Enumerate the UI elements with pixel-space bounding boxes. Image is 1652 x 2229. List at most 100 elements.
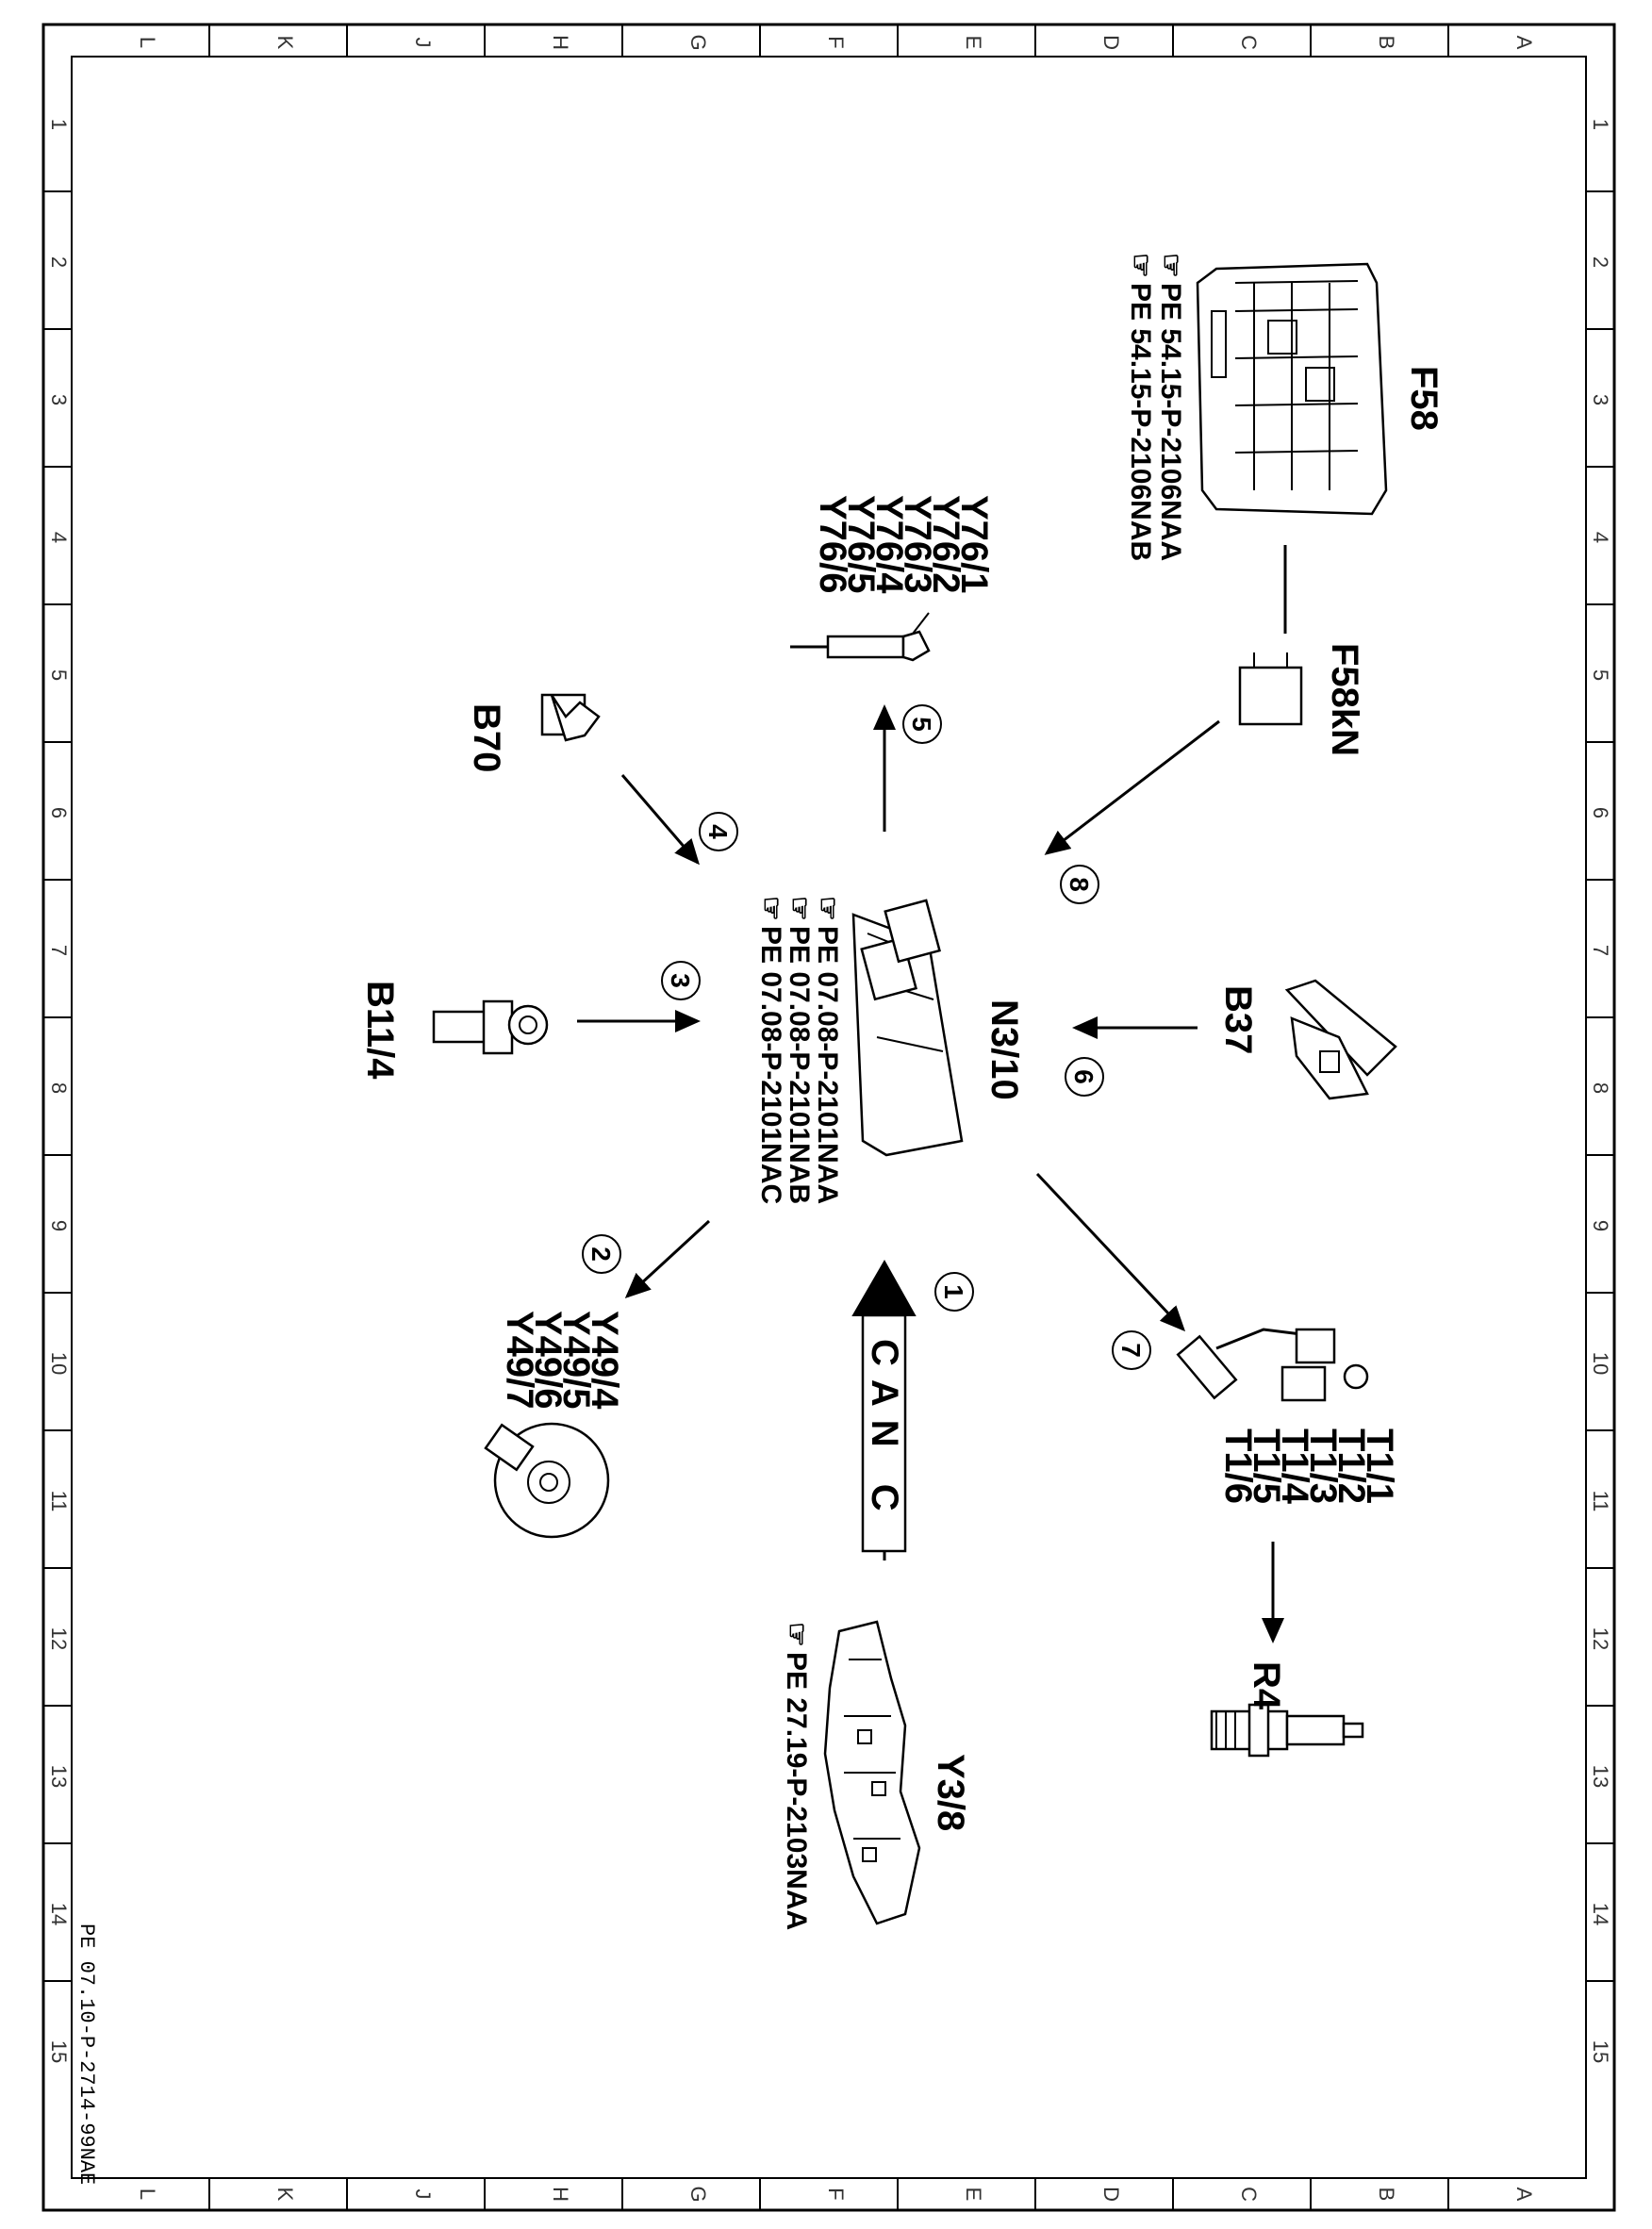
inner-frame	[71, 56, 1587, 2179]
grid-number: 9	[1589, 1220, 1612, 1231]
grid-number: 8	[1589, 1082, 1612, 1094]
n3-10-reference: PE 07.08-P-2101NAB	[784, 926, 815, 1204]
f58-fusebox-drawing	[1196, 262, 1388, 516]
grid-letter: G	[686, 2186, 710, 2202]
grid-letter: K	[273, 2188, 297, 2202]
grid-letter: H	[549, 35, 572, 50]
arrow-n3-10-to-y49	[624, 1219, 711, 1299]
grid-letter: A	[1512, 36, 1536, 50]
grid-number: 11	[47, 1491, 71, 1512]
grid-border-bottom	[208, 2178, 1449, 2210]
grid-number: 8	[47, 1082, 71, 1094]
signal-arrows	[577, 704, 1284, 1643]
n3-10-reference: PE 07.08-P-2101NAC	[755, 926, 786, 1204]
y49-label: Y49/5	[555, 1311, 597, 1410]
reference-hand-icon: ☞	[1125, 253, 1156, 278]
grid-letter: G	[686, 34, 710, 50]
signal-number-markers: 1 2 3 4 5 6 7 8	[582, 704, 1151, 1370]
grid-letter: K	[273, 36, 297, 50]
y3-8-references: ☞ PE 27.19-P-2103NAA	[781, 1622, 812, 1930]
reference-hand-icon: ☞	[755, 896, 786, 921]
grid-letter: E	[962, 36, 985, 50]
grid-number: 6	[47, 807, 71, 818]
grid-number: 13	[1589, 1765, 1612, 1788]
f58kn-relay-drawing	[1238, 652, 1303, 726]
reference-hand-icon: ☞	[812, 896, 843, 921]
reference-hand-icon: ☞	[784, 896, 815, 921]
t1-label: T1/3	[1302, 1428, 1344, 1504]
arrow-f58kn-to-n3-10	[1044, 719, 1220, 855]
y76-label: Y76/4	[868, 495, 910, 594]
grid-number: 13	[47, 1765, 71, 1788]
grid-letter: B	[1375, 2188, 1398, 2202]
y76-label: Y76/1	[953, 495, 995, 594]
grid-number: 5	[47, 669, 71, 681]
grid-letter: F	[824, 36, 848, 48]
t1-label: T1/1	[1359, 1428, 1400, 1504]
y76-label: Y76/5	[840, 495, 882, 594]
grid-letter: C	[1237, 2187, 1261, 2202]
n3-10-label: N3/10	[983, 999, 1025, 1100]
grid-number: 3	[1589, 394, 1612, 405]
n3-10-reference: PE 07.08-P-2101NAA	[812, 926, 843, 1204]
grid-number: 6	[1589, 807, 1612, 818]
grid-number: 7	[47, 945, 71, 956]
document-code: PE 07.10-P-2714-99NAE	[74, 1924, 98, 2185]
grid-letter: D	[1099, 2187, 1123, 2202]
can-c-label: CAN C	[864, 1339, 905, 1525]
reference-hand-icon: ☞	[781, 1622, 812, 1647]
y76-label: Y76/2	[925, 495, 966, 594]
can-c-bus-arrow	[851, 1259, 917, 1553]
grid-number: 5	[1589, 669, 1612, 681]
signal-number-5: 5	[907, 717, 936, 732]
signal-number-3: 3	[666, 973, 695, 988]
n3-10-control-unit-drawing	[851, 899, 964, 1157]
grid-numbers-left: 1 2 3 4 5 6 7 8 9 10 11 12 13 14 15	[47, 119, 71, 2063]
signal-number-1: 1	[939, 1284, 968, 1299]
f58-reference: PE 54.15-P-2106NAA	[1155, 283, 1186, 561]
grid-letter: A	[1512, 2188, 1536, 2202]
signal-number-7: 7	[1116, 1343, 1146, 1358]
grid-letter: J	[411, 2189, 435, 2200]
r4-label: R4	[1246, 1661, 1287, 1710]
r4-spark-plug-drawing	[1210, 1703, 1364, 1758]
grid-number: 14	[47, 1903, 71, 1925]
b37-pedal-sensor-drawing	[1284, 979, 1397, 1100]
y3-8-reference: PE 27.19-P-2103NAA	[781, 1652, 812, 1930]
arrow-n3-10-to-t1	[1035, 1172, 1186, 1332]
y49-solenoid-drawing	[484, 1422, 610, 1539]
f58-references: ☞ PE 54.15-P-2106NAA ☞ PE 54.15-P-2106NA…	[1125, 253, 1186, 561]
grid-number: 14	[1589, 1903, 1612, 1925]
grid-number: 10	[1589, 1352, 1612, 1375]
b11-4-label: B11/4	[359, 981, 401, 1080]
y49-label: Y49/7	[499, 1311, 540, 1410]
grid-letters-bottom: L K J H G F E D C B A	[136, 2186, 1536, 2202]
grid-number: 2	[47, 256, 71, 268]
grid-number: 1	[47, 119, 71, 130]
grid-letter: H	[549, 2187, 572, 2202]
grid-border-top	[208, 25, 1449, 57]
grid-numbers-right: 1 2 3 4 5 6 7 8 9 10 11 12 13 14 15	[1589, 119, 1612, 2063]
y49-labels: Y49/4 Y49/5 Y49/6 Y49/7	[499, 1311, 625, 1410]
grid-border-left	[43, 190, 72, 1982]
grid-number: 15	[1589, 2040, 1612, 2063]
grid-letter: F	[824, 2188, 848, 2200]
signal-number-2: 2	[586, 1247, 616, 1262]
grid-letter: B	[1375, 36, 1398, 50]
grid-number: 11	[1589, 1491, 1612, 1512]
t1-label: T1/5	[1246, 1428, 1287, 1504]
grid-number: 3	[47, 394, 71, 405]
t1-label: T1/4	[1274, 1428, 1315, 1505]
grid-letter: J	[411, 38, 435, 48]
t1-label: T1/2	[1330, 1428, 1372, 1504]
signal-number-4: 4	[703, 824, 733, 839]
grid-letter: C	[1237, 35, 1261, 50]
f58-label: F58	[1403, 366, 1445, 431]
grid-number: 1	[1589, 119, 1612, 130]
signal-number-8: 8	[1065, 877, 1094, 892]
y49-label: Y49/4	[584, 1311, 625, 1410]
n3-10-references: ☞ PE 07.08-P-2101NAA ☞ PE 07.08-P-2101NA…	[755, 896, 843, 1204]
f58kn-label: F58kN	[1324, 643, 1365, 756]
outer-frame	[41, 23, 1616, 2212]
